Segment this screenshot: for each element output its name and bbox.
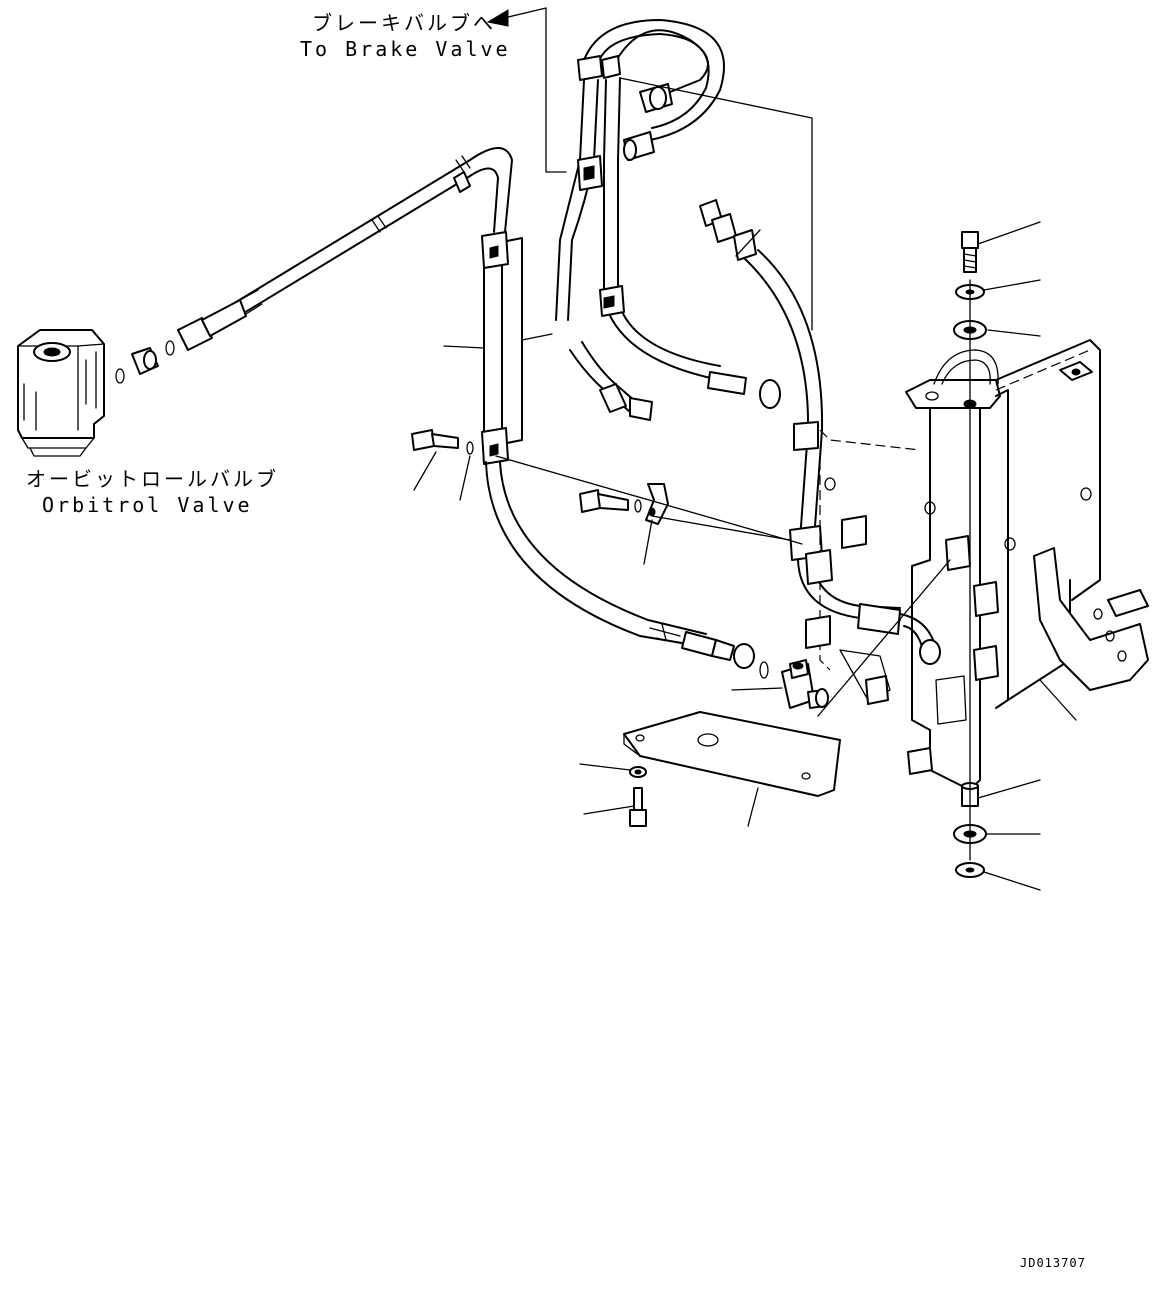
vertical-tube	[481, 231, 523, 465]
hydraulic-tank-frame	[805, 339, 1149, 791]
leader-lines	[413, 7, 1077, 891]
hose-right-to-tank	[699, 199, 941, 665]
orbitrol-valve-label-en: Orbitrol Valve	[42, 493, 253, 517]
alignment-lines	[495, 77, 971, 861]
brake-valve-arrow	[486, 7, 547, 27]
orbitrol-fittings	[115, 340, 175, 384]
drawing-id: JD013707	[1020, 1256, 1086, 1270]
hose-loop-brake	[555, 19, 781, 421]
tee-fitting	[781, 659, 829, 709]
orbitrol-valve-unit	[17, 329, 105, 457]
support-plate	[623, 711, 841, 797]
orbitrol-valve-label-jp: オービットロールバルブ	[26, 467, 279, 491]
banjo-bolt	[411, 429, 474, 455]
hose-tube-to-tee	[485, 461, 769, 679]
brake-valve-label-en: To Brake Valve	[300, 37, 511, 61]
plate-bolt	[629, 766, 647, 827]
brake-valve-label-jp: ブレーキバルブへ	[312, 11, 496, 35]
hose-orbitrol-to-pipe	[177, 147, 513, 351]
clamp-bracket	[579, 483, 669, 525]
